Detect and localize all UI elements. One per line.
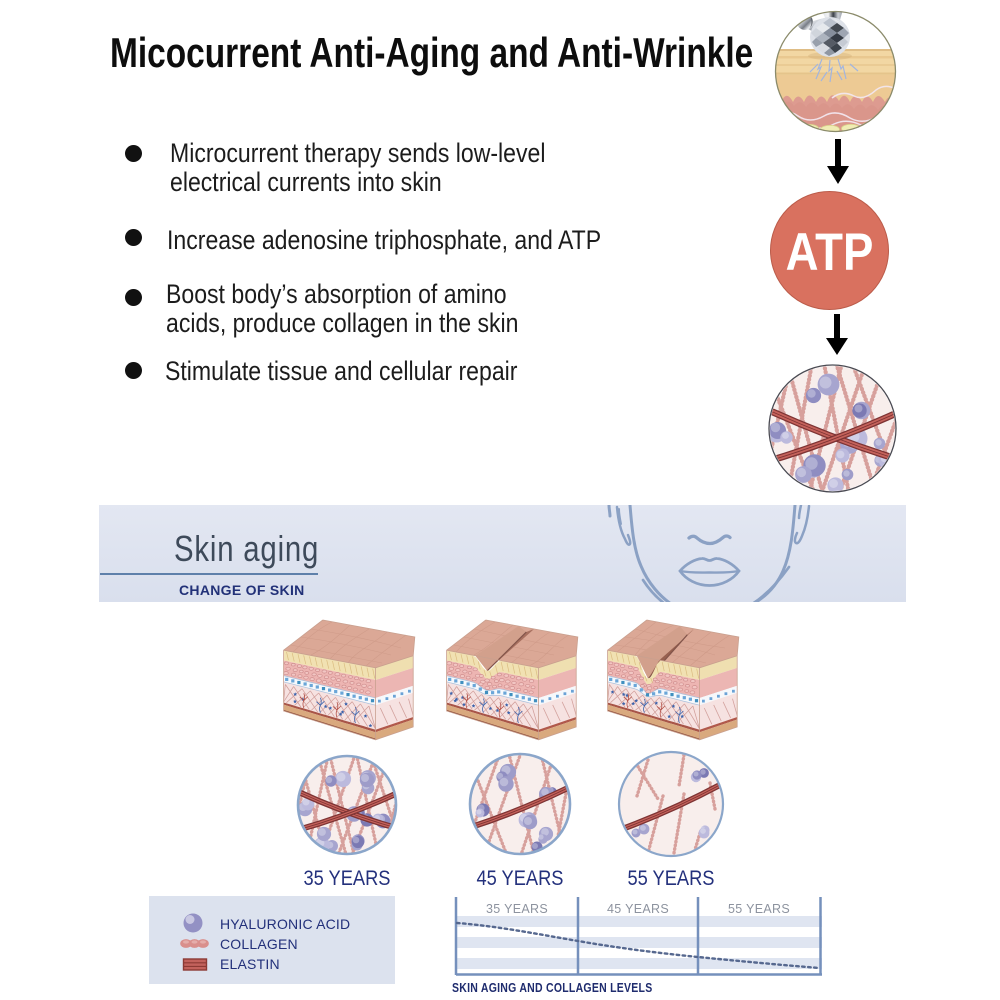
svg-text:45 YEARS: 45 YEARS [607,902,669,916]
svg-text:55 YEARS: 55 YEARS [728,902,790,916]
svg-text:35 YEARS: 35 YEARS [486,902,548,916]
